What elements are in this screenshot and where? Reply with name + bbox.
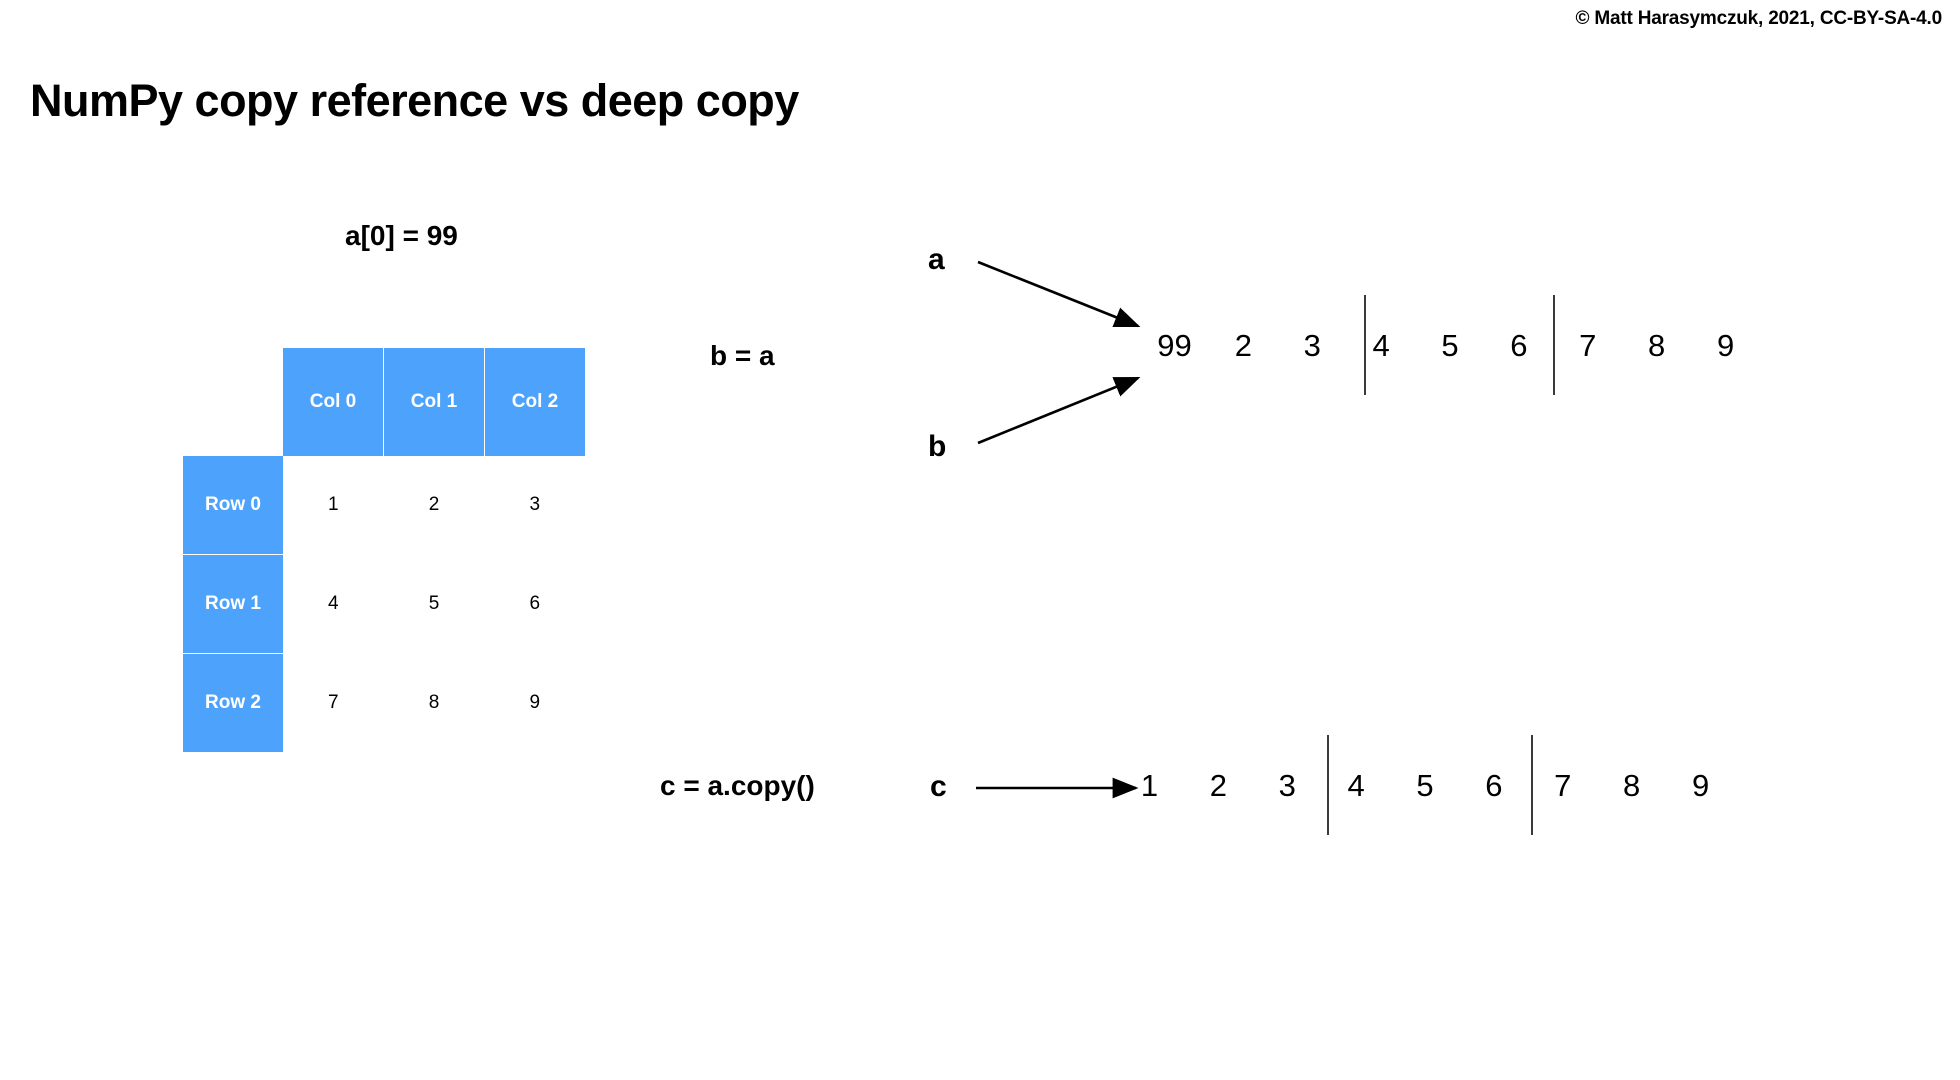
cell-r1-c2: 6 [484,554,585,654]
column-header-col-0: Col 0 [283,348,384,456]
shared-array-cells: 99 2 3 4 5 6 7 8 9 [1140,285,1760,405]
alias-arrows [977,260,1141,445]
shared-array-cell-8: 9 [1716,327,1735,363]
caption-assignment: a[0] = 99 [345,220,458,251]
table-header-row: Col 0 Col 1 Col 2 [183,348,585,456]
shared-array-cell-3: 4 [1372,327,1390,363]
page-title: NumPy copy reference vs deep copy [30,75,799,127]
table-row: Row 1 4 5 6 [183,554,585,654]
shared-array-separator-2 [1553,295,1555,395]
copy-arrow [976,777,1139,799]
row-header-row-2: Row 2 [183,653,283,752]
copied-array-cell-1: 2 [1209,767,1227,803]
copied-array-separator-1 [1327,735,1329,835]
shared-array-cell-5: 6 [1510,327,1528,363]
copied-array-cell-0: 1 [1140,767,1159,803]
copied-array-cell-5: 6 [1485,767,1503,803]
shared-array-cell-2: 3 [1303,327,1321,363]
copied-array-cell-4: 5 [1416,767,1434,803]
variable-label-c: c [930,770,947,803]
copied-array-cells: 1 2 3 4 5 6 7 8 9 [1115,725,1735,845]
table-row: Row 0 1 2 3 [183,456,585,555]
column-header-col-1: Col 1 [383,348,485,456]
copied-array-separator-2 [1531,735,1533,835]
variable-label-b: b [928,430,947,463]
copied-array-cell-2: 3 [1278,767,1296,803]
caption-copy: c = a.copy() [660,770,815,801]
cell-r2-c1: 8 [383,653,485,752]
shared-array-cell-6: 7 [1579,327,1597,363]
row-header-row-1: Row 1 [183,554,283,654]
column-header-col-2: Col 2 [484,348,585,456]
table-row: Row 2 7 8 9 [183,653,585,752]
cell-r0-c1: 2 [383,456,485,555]
copyright-notice: © Matt Harasymczuk, 2021, CC-BY-SA-4.0 [1575,8,1943,29]
cell-r0-c2: 3 [484,456,585,555]
copied-array-cell-3: 4 [1347,767,1365,803]
shared-array-cell-0: 99 [1157,327,1192,363]
cell-r2-c2: 9 [484,653,585,752]
copied-array-cell-8: 9 [1691,767,1710,803]
arrow-b-to-shared-array [977,376,1141,445]
shared-array-cell-1: 2 [1234,327,1252,363]
arrow-a-to-shared-array [977,260,1141,328]
shared-array: 99 2 3 4 5 6 7 8 9 [1140,285,1760,405]
variable-label-a: a [928,243,945,276]
cell-r0-c0: 1 [283,456,384,555]
copied-array-cell-6: 7 [1554,767,1572,803]
shared-array-separator-1 [1364,295,1366,395]
copied-array: 1 2 3 4 5 6 7 8 9 [1115,725,1735,845]
cell-r1-c0: 4 [283,554,384,654]
shared-array-cell-7: 8 [1648,327,1666,363]
table: Col 0 Col 1 Col 2 Row 0 1 2 3 Row 1 4 5 … [183,348,585,752]
copied-array-cell-7: 8 [1623,767,1641,803]
table-corner-cell [183,348,283,456]
row-header-row-0: Row 0 [183,456,283,555]
cell-r1-c1: 5 [383,554,485,654]
caption-alias: b = a [710,340,775,371]
cell-r2-c0: 7 [283,653,384,752]
shared-array-cell-4: 5 [1441,327,1459,363]
dataframe-table: Col 0 Col 1 Col 2 Row 0 1 2 3 Row 1 4 5 … [183,348,585,752]
